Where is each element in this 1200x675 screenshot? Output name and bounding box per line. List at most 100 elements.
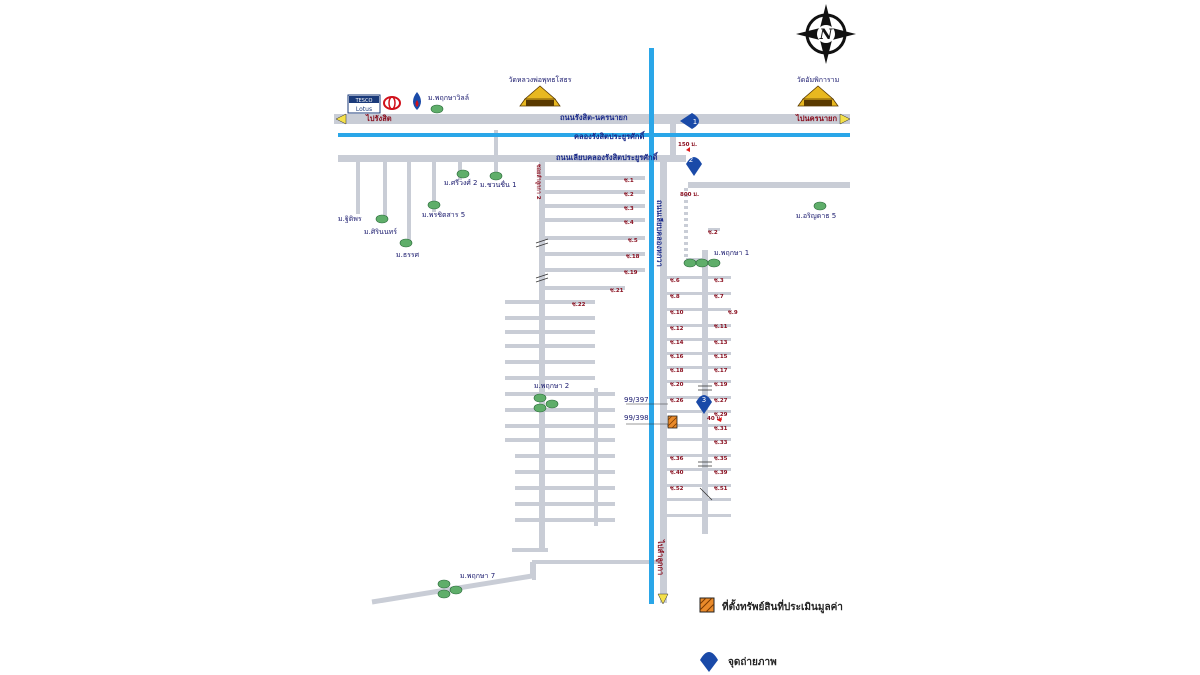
distance-800-label: 800 ม. xyxy=(680,191,699,198)
village-sukon-label: ม.ธรรศ xyxy=(396,251,420,259)
parallel-road xyxy=(338,155,686,162)
road-end-arrows xyxy=(335,113,851,605)
soi-right-west-labels: ซ.6 ซ.8 ซ.10 ซ.12 ซ.14 ซ.16 ซ.18 ซ.20 ซ.26 ซ.36 ซ.… xyxy=(670,277,684,492)
soi-label: ซ.39 xyxy=(714,469,728,476)
soi-label: ซ.35 xyxy=(714,455,728,462)
legend-photo-point-icon xyxy=(700,652,718,672)
village-chanchira2-label: ม.ศรีวงศ์ 2 xyxy=(444,179,478,187)
fuel-station-icon xyxy=(413,92,421,110)
soi-label: ซ.36 xyxy=(670,455,684,462)
arrow-right-icon xyxy=(839,113,851,125)
village-right5-label: ม.อริญดาธ 5 xyxy=(796,212,836,220)
arrow-down-icon xyxy=(657,593,669,605)
soi-label: ซ.19 xyxy=(714,381,728,388)
village-chanchira1-label: ม.ชวนชื่น 1 xyxy=(480,180,517,189)
svg-text:วัดอัมพิการาม: วัดอัมพิการาม xyxy=(797,76,839,84)
svg-text:3: 3 xyxy=(702,396,706,404)
soi-label: ซ.1 xyxy=(624,177,634,184)
village-sirinont-label: ม.ศิรินนทร์ xyxy=(364,228,397,236)
temple-right-icon: วัดอัมพิการาม xyxy=(797,76,839,107)
tesco-lotus-logo: TESCO Lotus xyxy=(347,94,381,114)
car-brand-icon xyxy=(383,96,401,110)
soi-label: ซ.11 xyxy=(714,323,728,330)
canal-side-road xyxy=(660,160,667,603)
temple-left-icon: วัดหลวงพ่อพุทธโสธร xyxy=(508,75,572,107)
distance-40-label: 40 ม. xyxy=(707,415,722,422)
soi-label: ซ.2 xyxy=(708,229,718,236)
vertical-canal xyxy=(649,48,654,604)
soi-label: ซ.51 xyxy=(714,485,728,492)
right-soi-road xyxy=(702,250,708,534)
soi-left-road-label: ซอยลำลูกกา 2 xyxy=(534,164,542,200)
soi-label: ซ.5 xyxy=(628,237,638,244)
canal-label: คลองรังสิตประยูรศักดิ์ xyxy=(574,130,646,142)
soi-label: ซ.2 xyxy=(624,191,634,198)
village-pruksa1-label: ม.พฤกษา 1 xyxy=(714,249,749,257)
soi-label: ซ.26 xyxy=(670,397,684,404)
soi-label: ซ.18 xyxy=(670,367,684,374)
svg-text:Lotus: Lotus xyxy=(356,106,372,113)
vertical-canal-road-label: ถนนเลียบคลองหกวา xyxy=(655,200,664,267)
soi-label: ซ.8 xyxy=(670,293,680,300)
svg-text:วัดหลวงพ่อพุทธโสธร: วัดหลวงพ่อพุทธโสธร xyxy=(508,75,571,84)
soi-label: ซ.52 xyxy=(670,485,684,492)
village-pruksa7-label: ม.พฤกษา 7 xyxy=(460,572,495,580)
distance-150-label: 150 ม. xyxy=(678,141,697,148)
rangsit-canal xyxy=(338,133,850,137)
plot-99-398-label: 99/398 xyxy=(624,414,649,422)
to-rangsit-label: ไปรังสิต xyxy=(365,113,392,123)
arrow-left-icon xyxy=(335,113,347,125)
village-thitiporn-label: ม.ฐิติพร xyxy=(338,215,362,223)
soi-label: ซ.27 xyxy=(714,397,728,404)
soi-label: ซ.7 xyxy=(714,293,724,300)
soi-label: ซ.17 xyxy=(714,367,728,374)
soi-label: ซ.3 xyxy=(624,205,634,212)
soi-label: ซ.14 xyxy=(670,339,684,346)
soi-lumlukka-2 xyxy=(539,162,545,552)
soi-label: ซ.10 xyxy=(670,309,684,316)
soi-label: ซ.16 xyxy=(670,353,684,360)
main-road xyxy=(334,114,850,124)
legend-property-label: ที่ตั้งทรัพย์สินที่ประเมินมูลค่า xyxy=(722,599,843,614)
plot-99-397-label: 99/397 xyxy=(624,396,649,404)
soi-label: ซ.22 xyxy=(572,301,586,308)
village-markers xyxy=(375,104,827,599)
photo-point-3: 3 xyxy=(696,395,712,414)
soi-label: ซ.12 xyxy=(670,325,684,332)
to-lumlukka-label: ไปลำลูกกา xyxy=(655,539,666,575)
soi-label: ซ.6 xyxy=(670,277,680,284)
soi-label: ซ.33 xyxy=(714,439,728,446)
village-pruksa2-label: ม.พฤกษา 2 xyxy=(534,382,569,390)
soi-label: ซ.19 xyxy=(624,269,638,276)
village-phrachitsan5-label: ม.พรชิตสาร 5 xyxy=(422,211,465,219)
to-nakhon-nayok-label: ไปนครนายก xyxy=(795,113,837,123)
soi-label: ซ.4 xyxy=(624,219,634,226)
photo-point-2: 2 xyxy=(686,147,702,176)
parallel-road-label: ถนนเลียบคลองรังสิตประยูรศักดิ์ xyxy=(556,151,659,163)
compass-letter: N xyxy=(819,27,834,43)
soi-label: ซ.18 xyxy=(626,253,640,260)
soi-label: ซ.29 xyxy=(714,411,728,418)
village-top-left-label: ม.พฤกษาวิลล์ xyxy=(428,94,469,102)
legend-property-icon xyxy=(699,597,715,613)
soi-right-east-labels: ซ.2ซ.3ซ.7ซ.9ซ.11ซ.13ซ.15ซ.17ซ.19ซ.27ซ.29… xyxy=(708,229,738,492)
right-branch-road xyxy=(688,182,850,188)
soi-label: ซ.21 xyxy=(610,287,624,294)
photo-point-1: 1 xyxy=(680,113,699,129)
soi-label: ซ.31 xyxy=(714,425,728,432)
soi-label: ซ.13 xyxy=(714,339,728,346)
legend: ที่ตั้งทรัพย์สินที่ประเมินมูลค่า จุดถ่าย… xyxy=(699,597,843,672)
soi-label: ซ.3 xyxy=(714,277,724,284)
soi-left-labels: ซ.1 ซ.2 ซ.3 ซ.4 ซ.5 ซ.18 ซ.19 ซ.21 ซ.22 xyxy=(572,177,640,308)
svg-text:1: 1 xyxy=(693,118,697,126)
canals xyxy=(338,48,850,604)
compass-rose-icon: N xyxy=(796,4,856,64)
soi-label: ซ.9 xyxy=(728,309,738,316)
soi-label: ซ.40 xyxy=(670,469,684,476)
main-road-label: ถนนรังสิต-นครนายก xyxy=(560,113,628,122)
property-location: 99/397 99/398 xyxy=(624,396,722,429)
legend-photo-point-label: จุดถ่ายภาพ xyxy=(728,656,777,668)
svg-text:TESCO: TESCO xyxy=(355,98,373,104)
soi-label: ซ.20 xyxy=(670,381,684,388)
